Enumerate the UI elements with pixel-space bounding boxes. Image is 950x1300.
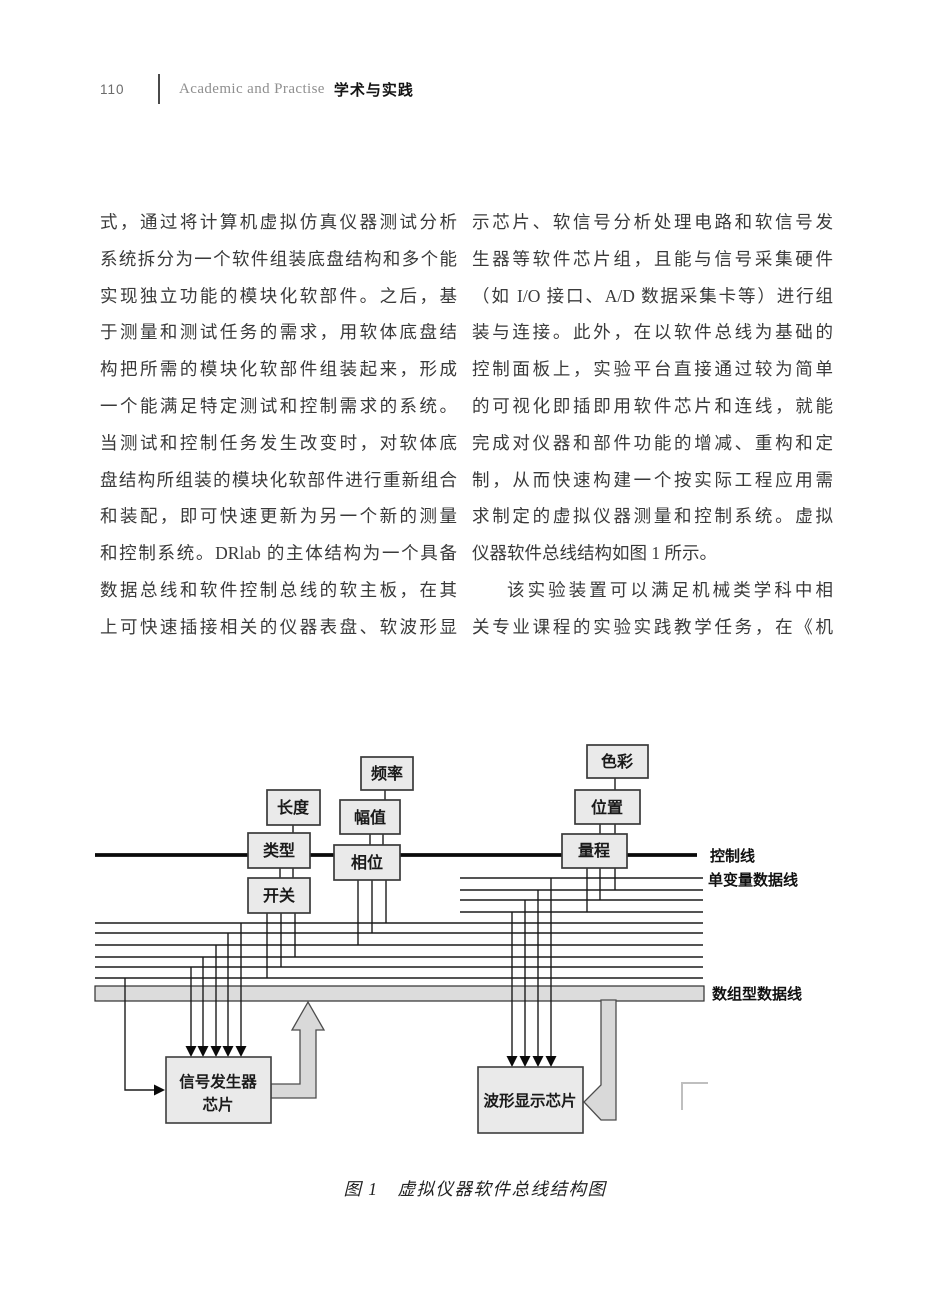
waveform-display-chip-box [477, 1066, 584, 1134]
param-box-secai [586, 744, 649, 779]
text-line: 控制面板上，实验平台直接通过较为简单 [472, 359, 833, 380]
up-block-arrow [270, 1000, 326, 1099]
text-line: 一个能满足特定测试和控制需求的系统。 [100, 395, 457, 416]
param-box-fuzhi [339, 799, 401, 835]
down-arrowhead [532, 1056, 544, 1067]
param-box-label: 开关 [263, 886, 295, 905]
param-box-label: 幅值 [354, 808, 386, 827]
text-line: （如 I/O 接口、A/D 数据采集卡等）进行组 [472, 285, 833, 306]
text-line: 和控制系统。DRlab 的主体结构为一个具备 [100, 543, 457, 564]
journal-title-english: Academic and Practise [179, 80, 325, 97]
param-box-label: 相位 [351, 853, 383, 872]
text-line-paragraph-start: 该实验装置可以满足机械类学科中相 [507, 579, 833, 600]
text-line: 当测试和控制任务发生改变时，对软体底 [100, 432, 457, 453]
param-box-leixing [247, 832, 311, 869]
text-line: 示芯片、软信号分析处理电路和软信号发 [472, 212, 833, 232]
text-line: 完成对仪器和部件功能的增减、重构和定 [472, 432, 833, 453]
page-header: 110 Academic and Practise 学术与实践 [100, 74, 414, 104]
text-line: 装与连接。此外，在以软件总线为基础的 [472, 322, 833, 343]
text-line: 式，通过将计算机虚拟仿真仪器测试分析 [100, 212, 457, 232]
corner-mark [681, 1082, 708, 1110]
param-box-label: 长度 [277, 798, 310, 817]
param-box-weizhi [574, 789, 641, 825]
chip-label: 芯片 [202, 1095, 233, 1114]
param-box-liangcheng [561, 833, 628, 869]
right-text-column: 示芯片、软信号分析处理电路和软信号发 生器等软件芯片组，且能与信号采集硬件 （如… [472, 204, 833, 646]
bus-label-control: 控制线 [710, 847, 755, 865]
param-box-label: 位置 [591, 798, 623, 817]
down-arrowhead [235, 1046, 247, 1057]
text-line: 制，从而快速构建一个按实际工程应用需 [472, 469, 833, 490]
text-line: 上可快速插接相关的仪器表盘、软波形显 [100, 616, 457, 637]
text-line: 系统拆分为一个软件组装底盘结构和多个能 [100, 248, 457, 269]
text-line: 数据总线和软件控制总线的软主板，在其 [100, 579, 457, 600]
param-box-label: 色彩 [601, 752, 633, 771]
down-arrowhead [210, 1046, 222, 1057]
wire-elbow [124, 978, 154, 1091]
down-arrowhead [545, 1056, 557, 1067]
param-box-label: 类型 [263, 841, 295, 860]
page-number: 110 [100, 81, 125, 97]
text-line: 仪器软件总线结构如图 1 所示。 [472, 543, 717, 564]
param-box-pinlu [360, 756, 414, 791]
text-line: 的可视化即插即用软件芯片和连线，就能 [472, 395, 833, 416]
text-line: 盘结构所组装的模块化软部件进行重新组合 [100, 469, 457, 490]
chip-label: 波形显示芯片 [483, 1091, 576, 1110]
text-line: 关专业课程的实验实践教学任务，在《机 [472, 616, 833, 637]
journal-title-chinese: 学术与实践 [333, 81, 414, 99]
text-line: 求制定的虚拟仪器测量和控制系统。虚拟 [472, 506, 833, 527]
left-text-column: 式，通过将计算机虚拟仿真仪器测试分析 系统拆分为一个软件组装底盘结构和多个能 实… [100, 204, 457, 646]
left-block-arrow [583, 999, 617, 1121]
down-arrowhead [222, 1046, 234, 1057]
text-line: 于测量和测试任务的需求，用软体底盘结 [100, 322, 457, 343]
down-arrowhead [519, 1056, 531, 1067]
signal-generator-chip-box [165, 1056, 272, 1124]
text-line: 实现独立功能的模块化软部件。之后，基 [100, 285, 457, 306]
right-arrowhead [154, 1084, 165, 1096]
param-box-kaiguan [247, 877, 311, 914]
text-line: 构把所需的模块化软部件组装起来，形成 [100, 359, 457, 380]
array-data-bus-band [94, 985, 705, 1002]
text-line: 生器等软件芯片组，且能与信号采集硬件 [472, 248, 833, 269]
param-box-xiangwei [333, 844, 401, 881]
down-arrowhead [197, 1046, 209, 1057]
param-box-changdu [266, 789, 321, 826]
param-box-label: 频率 [371, 764, 403, 783]
bus-label-array: 数组型数据线 [712, 985, 802, 1003]
figure-caption: 图 1 虚拟仪器软件总线结构图 [343, 1179, 607, 1199]
down-arrowhead [506, 1056, 518, 1067]
bus-label-single-var: 单变量数据线 [708, 871, 798, 889]
param-box-label: 量程 [578, 842, 610, 860]
header-divider [157, 74, 161, 104]
chip-label: 信号发生器 [179, 1072, 257, 1091]
text-line: 和装配，即可快速更新为另一个新的测量 [100, 506, 457, 527]
down-arrowhead [185, 1046, 197, 1057]
